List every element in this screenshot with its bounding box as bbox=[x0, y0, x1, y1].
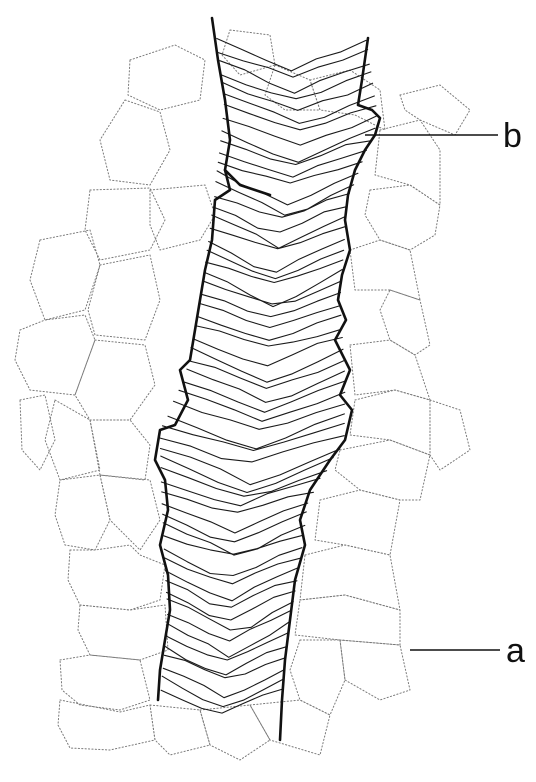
striation-line bbox=[213, 207, 346, 232]
cell-outline bbox=[350, 390, 430, 455]
left-edge bbox=[155, 18, 230, 700]
striation-line bbox=[207, 250, 344, 278]
striation-line bbox=[217, 171, 358, 205]
cell-outline bbox=[30, 230, 100, 320]
cell-outline bbox=[60, 655, 150, 710]
cell-outline bbox=[430, 400, 470, 470]
cell-outline bbox=[88, 255, 160, 340]
cell-outline bbox=[100, 100, 170, 185]
striation-line bbox=[218, 50, 367, 78]
striation-line bbox=[201, 293, 341, 317]
striation-line bbox=[174, 401, 345, 429]
striation-line bbox=[167, 599, 293, 630]
striation-line bbox=[162, 676, 284, 706]
cell-outline bbox=[300, 545, 400, 610]
band-outline bbox=[155, 18, 380, 740]
cell-outline bbox=[265, 65, 320, 110]
striation-line bbox=[161, 689, 283, 713]
cell-outline bbox=[340, 640, 410, 700]
striation-line bbox=[193, 338, 342, 366]
striation-line bbox=[210, 227, 345, 249]
labels: b a bbox=[365, 117, 525, 670]
cell-outline bbox=[128, 45, 205, 110]
striation-line bbox=[179, 390, 345, 421]
cell-outline bbox=[350, 340, 430, 400]
striation-line bbox=[161, 478, 320, 506]
cell-outline bbox=[375, 120, 440, 205]
striation-line bbox=[223, 83, 373, 111]
cell-outline bbox=[200, 705, 270, 760]
striation-line bbox=[164, 535, 303, 554]
striation-line bbox=[160, 436, 344, 462]
striation-line bbox=[163, 668, 284, 697]
striation-line bbox=[222, 128, 375, 162]
inner-left-edge bbox=[225, 170, 270, 195]
striation-line bbox=[168, 610, 292, 641]
cell-outline bbox=[250, 700, 330, 755]
cell-outline bbox=[150, 185, 215, 250]
striation-line bbox=[163, 523, 305, 555]
striation-line bbox=[162, 503, 308, 533]
cell-outline bbox=[315, 490, 400, 555]
cell-network bbox=[15, 30, 470, 760]
label-a: a bbox=[506, 632, 525, 670]
cell-outline bbox=[100, 475, 160, 550]
cell-outline bbox=[350, 240, 420, 300]
cell-outline bbox=[45, 400, 100, 480]
striation-line bbox=[166, 647, 287, 675]
striation-line bbox=[185, 381, 346, 412]
hatched-band bbox=[160, 39, 377, 714]
striation-line bbox=[163, 512, 307, 542]
cell-outline bbox=[90, 420, 150, 480]
striation-line bbox=[164, 548, 302, 576]
label-b: b bbox=[503, 117, 522, 155]
cell-outline bbox=[400, 85, 470, 135]
cell-outline bbox=[295, 595, 400, 645]
cell-outline bbox=[335, 440, 430, 500]
striation-line bbox=[218, 162, 362, 183]
striation-line bbox=[168, 622, 290, 658]
cell-outline bbox=[15, 315, 95, 395]
striation-line bbox=[217, 39, 366, 71]
striation-line bbox=[187, 369, 345, 402]
cell-outline bbox=[58, 700, 155, 750]
cell-outline bbox=[310, 70, 385, 130]
cell-outline bbox=[75, 340, 155, 420]
striation-line bbox=[165, 558, 301, 584]
cell-outline bbox=[290, 640, 345, 715]
cell-outline bbox=[85, 188, 165, 260]
striation-line bbox=[167, 591, 296, 620]
striation-line bbox=[166, 581, 297, 608]
cell-outline bbox=[380, 290, 430, 355]
cell-outline bbox=[55, 475, 110, 550]
striation-line bbox=[191, 348, 343, 383]
striation-line bbox=[199, 303, 340, 327]
cell-outline bbox=[68, 545, 165, 610]
cell-outline bbox=[365, 185, 440, 250]
cell-outline bbox=[78, 605, 168, 660]
cell-outline bbox=[20, 395, 55, 470]
